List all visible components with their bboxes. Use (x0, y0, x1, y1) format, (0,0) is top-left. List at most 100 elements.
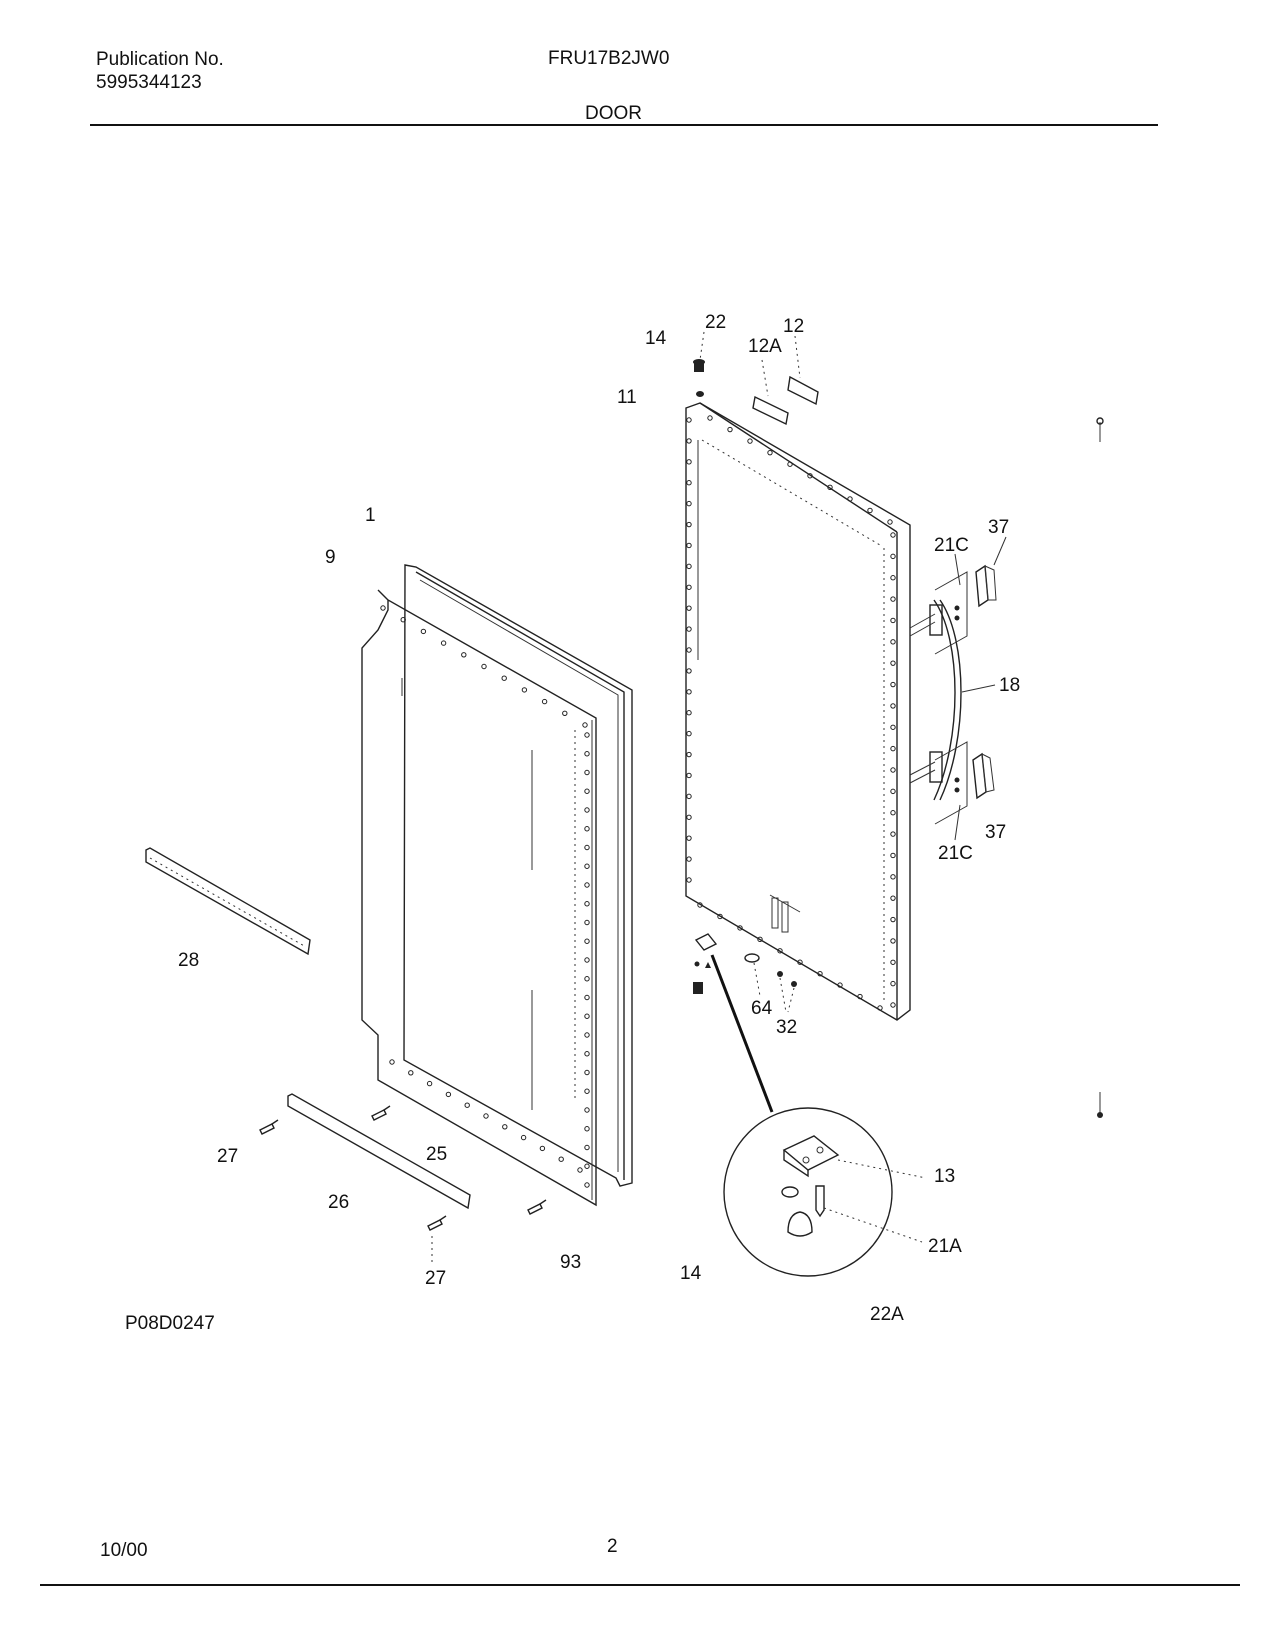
mounting-hole (707, 415, 713, 421)
drawing-code: P08D0247 (125, 1313, 215, 1334)
mounting-hole (777, 948, 783, 954)
mounting-hole (584, 751, 590, 757)
mounting-hole (890, 788, 896, 795)
mounting-hole (787, 461, 793, 467)
mounting-hole (890, 767, 896, 773)
callout-21c-bottom: 21C (938, 843, 973, 864)
model-number: FRU17B2JW0 (548, 48, 670, 69)
mounting-hole (584, 882, 590, 888)
mounting-hole (890, 553, 896, 560)
mounting-hole (890, 852, 896, 859)
mounting-hole (890, 745, 896, 752)
screws (259, 1105, 547, 1262)
mounting-hole (541, 698, 548, 705)
mounting-hole (890, 831, 896, 837)
callout-37-top: 37 (988, 517, 1009, 538)
mounting-hole (686, 480, 692, 486)
mounting-hole (686, 835, 692, 841)
top-hinge-pin (693, 331, 705, 397)
mounting-hole (887, 519, 893, 525)
mounting-hole (686, 668, 692, 674)
mounting-hole (520, 1134, 527, 1141)
mounting-hole (686, 563, 692, 570)
mounting-hole (481, 663, 487, 670)
door-handle (929, 599, 996, 801)
mounting-hole (890, 575, 896, 581)
callout-14-bottom: 14 (680, 1263, 702, 1284)
mounting-hole (890, 703, 896, 709)
mounting-hole (584, 1032, 590, 1038)
mounting-hole (877, 1005, 883, 1011)
callout-22a: 22A (870, 1304, 904, 1325)
mounting-hole (817, 970, 823, 977)
mounting-hole (737, 925, 743, 931)
label-12a (752, 359, 789, 426)
mounting-hole (686, 647, 692, 653)
mounting-hole (686, 605, 692, 611)
mounting-hole (890, 596, 896, 602)
inner-liner-holes (380, 605, 590, 1188)
callout-18: 18 (999, 675, 1020, 696)
mounting-hole (584, 1051, 590, 1057)
mounting-hole (400, 617, 406, 623)
mounting-hole (686, 626, 692, 632)
callout-labels: 14 22 12 12A 11 1 9 37 21C 18 37 21C 28 … (125, 312, 1020, 1334)
mounting-hole (686, 730, 692, 737)
callout-93: 93 (560, 1252, 581, 1273)
footer-page-number: 2 (607, 1536, 618, 1557)
mounting-hole (686, 459, 692, 465)
mounting-hole (584, 1088, 590, 1094)
mounting-hole (686, 772, 692, 779)
mounting-hole (867, 507, 873, 514)
mounting-hole (584, 863, 590, 869)
mounting-hole (584, 807, 590, 813)
mounting-hole (890, 617, 896, 624)
callout-21c-top: 21C (934, 535, 969, 556)
mounting-hole (584, 994, 590, 1001)
callout-12: 12 (783, 316, 804, 337)
mounting-hole (686, 521, 692, 528)
mounting-hole (464, 1102, 470, 1108)
callout-28: 28 (178, 950, 199, 971)
mounting-hole (686, 438, 692, 444)
callout-11: 11 (617, 387, 637, 408)
mounting-hole (890, 810, 896, 816)
mounting-hole (582, 722, 588, 728)
mounting-hole (727, 426, 733, 433)
mounting-hole (584, 788, 590, 794)
mounting-hole (717, 913, 723, 920)
mounting-hole (408, 1070, 414, 1076)
mounting-hole (686, 814, 692, 820)
mounting-hole (686, 793, 692, 800)
mounting-hole (420, 628, 427, 635)
mounting-hole (697, 902, 703, 908)
publication-label: Publication No. (96, 49, 224, 70)
header-rule (90, 124, 1158, 126)
breaker-strip-26 (287, 1093, 471, 1210)
mounting-hole (890, 724, 896, 730)
mounting-hole (502, 1124, 508, 1130)
mounting-hole (686, 689, 692, 695)
mounting-hole (501, 675, 507, 681)
callout-26: 26 (328, 1192, 349, 1213)
mounting-hole (521, 687, 528, 693)
mounting-hole (797, 959, 803, 965)
mounting-hole (890, 916, 896, 923)
mounting-hole (747, 438, 753, 444)
mounting-hole (426, 1080, 433, 1087)
mounting-hole (584, 1144, 590, 1151)
mounting-hole (539, 1145, 546, 1152)
mounting-hole (562, 710, 568, 716)
callout-25: 25 (426, 1144, 447, 1165)
mounting-hole (890, 959, 896, 965)
label-12 (787, 335, 819, 406)
mounting-hole (584, 1107, 590, 1113)
mounting-hole (767, 449, 773, 456)
mounting-hole (584, 844, 590, 851)
mounting-hole (890, 660, 896, 666)
mounting-hole (890, 639, 896, 645)
mounting-hole (445, 1091, 452, 1098)
mounting-hole (890, 532, 896, 538)
inner-door-liner (361, 564, 633, 1207)
mounting-hole (890, 980, 896, 987)
